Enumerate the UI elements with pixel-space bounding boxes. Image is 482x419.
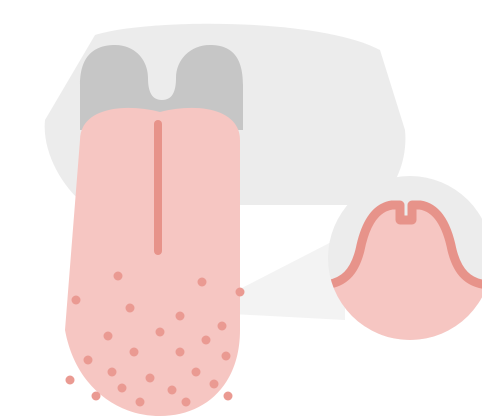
papilla-dot — [236, 288, 245, 297]
papilla-dot — [176, 312, 185, 321]
papilla-dot — [104, 332, 113, 341]
papilla-dot — [108, 368, 117, 377]
papilla-dot — [66, 376, 75, 385]
papilla-dot — [222, 352, 231, 361]
papilla-dot — [84, 356, 93, 365]
papilla-dot — [156, 328, 165, 337]
papilla-dot — [118, 384, 127, 393]
papilla-dot — [224, 392, 233, 401]
papilla-dot — [192, 368, 201, 377]
papilla-dot — [176, 348, 185, 357]
papilla-dot — [218, 322, 227, 331]
papilla-dot — [182, 398, 191, 407]
papilla-dot — [114, 272, 123, 281]
papilla-dot — [92, 392, 101, 401]
papilla-dot — [72, 296, 81, 305]
papilla-dot — [198, 278, 207, 287]
papilla-dot — [202, 336, 211, 345]
tongue-midline — [154, 120, 162, 255]
papilla-dot — [126, 304, 135, 313]
papilla-dot — [146, 374, 155, 383]
papilla-dot — [130, 348, 139, 357]
papilla-dot — [210, 380, 219, 389]
papilla-dot — [136, 398, 145, 407]
tongue-body — [65, 108, 240, 416]
papilla-dot — [168, 386, 177, 395]
